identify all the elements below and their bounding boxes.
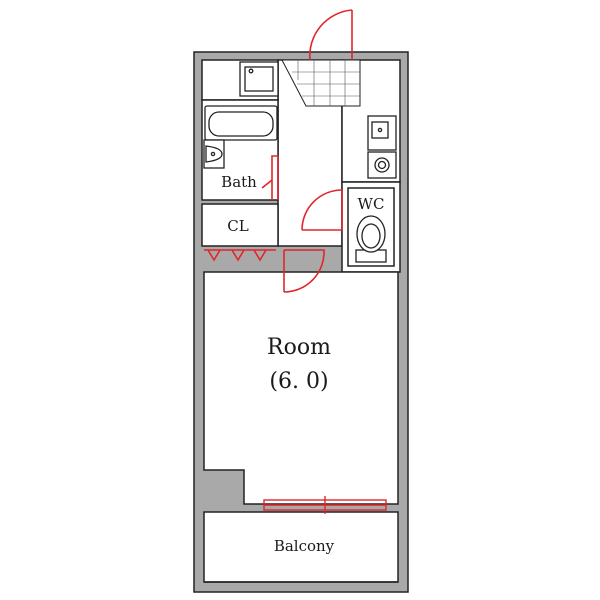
wc-door xyxy=(301,189,343,231)
closet xyxy=(201,203,279,247)
basin-drain-icon xyxy=(210,151,216,157)
room-label: Room xyxy=(267,335,331,360)
toilet-icon xyxy=(355,215,387,263)
balcony xyxy=(203,511,399,583)
closet-label: CL xyxy=(227,217,248,235)
balcony-label: Balcony xyxy=(274,537,335,555)
closet-doors xyxy=(204,249,276,262)
balcony-window xyxy=(263,496,387,514)
sink-drain-icon xyxy=(377,127,383,133)
bathtub-basin xyxy=(208,111,274,137)
wc-label: WC xyxy=(358,195,385,213)
front-door xyxy=(309,9,353,61)
main-room xyxy=(203,271,399,505)
room-size-label: (6. 0) xyxy=(269,369,328,394)
entrance-tile-floor xyxy=(281,59,361,107)
stove-burner-inner-icon xyxy=(377,160,387,170)
washer-drain-icon xyxy=(248,68,254,74)
bath-door xyxy=(261,155,279,200)
room-door xyxy=(283,249,325,293)
bath-label: Bath xyxy=(221,173,257,191)
